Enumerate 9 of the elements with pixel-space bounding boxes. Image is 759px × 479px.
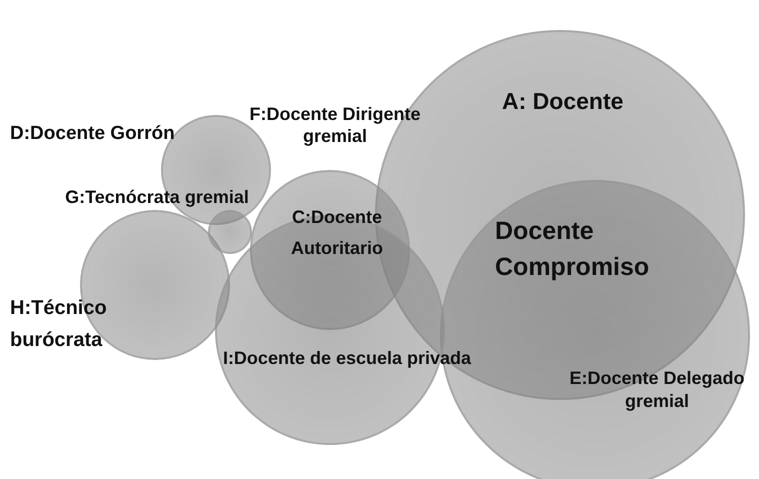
circle-label: I:Docente de escuela privada [222, 347, 472, 370]
circle-label: C:Docente Autoritario [290, 206, 384, 260]
circle-label: H:Técnico burócrata [10, 296, 108, 353]
circle-label: A: Docente [502, 87, 624, 116]
circle-label: E:Docente Delegado gremial [568, 367, 746, 414]
circle-label: G:Tecnócrata gremial [64, 187, 250, 209]
label-text: F:Docente Dirigente gremial [248, 104, 422, 148]
circle-label: D:Docente Gorrón [10, 122, 176, 146]
label-text: Docente Compromiso [495, 216, 650, 284]
